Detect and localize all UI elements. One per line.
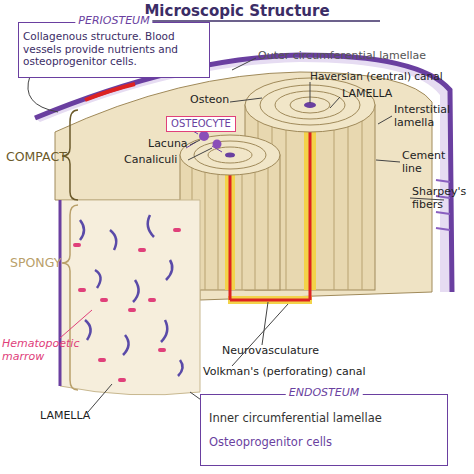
- part-label: Sharpey's fibers: [412, 186, 474, 211]
- leader-line: [60, 310, 92, 338]
- part-label: LAMELLA: [342, 88, 412, 101]
- spongy-bone: [60, 200, 200, 395]
- endosteum-box: ENDOSTEUMInner circumferential lamellaeO…: [200, 394, 448, 466]
- leader-line: [378, 116, 392, 124]
- part-label: Neurovasculature: [222, 345, 342, 358]
- leader-line: [28, 76, 58, 112]
- volkmann-vessel: [230, 290, 310, 300]
- leader-line: [376, 160, 400, 162]
- box-heading: OSTEOCYTE: [167, 118, 235, 129]
- box-item: Inner circumferential lamellae: [209, 411, 443, 425]
- endosteum-edge: [59, 200, 62, 386]
- part-label: Canaliculi: [124, 154, 194, 167]
- box-body: Collagenous structure. Blood vessels pro…: [23, 30, 205, 68]
- box-item: Osteoprogenitor cells: [209, 435, 443, 449]
- haversian-canal: [225, 153, 235, 158]
- osteon-ring: [208, 147, 252, 163]
- leader-line: [330, 97, 340, 108]
- part-label: SPONGY: [10, 256, 70, 270]
- leader-line: [190, 140, 200, 145]
- osteocyte-box: OSTEOCYTE: [166, 116, 236, 132]
- trabeculae: [80, 215, 183, 376]
- osteocyte-cell: [199, 131, 209, 141]
- leader-line: [88, 384, 112, 412]
- volkmann-vessel: [230, 299, 310, 302]
- periosteum-box: PERIOSTEUMCollagenous structure. Blood v…: [18, 22, 210, 78]
- part-label: Volkman's (perforating) canal: [203, 366, 403, 379]
- haversian-canal-side: [304, 105, 316, 290]
- leader-lines: [28, 58, 444, 412]
- part-label: COMPACT: [6, 150, 66, 164]
- leader-line: [230, 98, 262, 102]
- part-label: Interstitial lamella: [394, 104, 472, 129]
- box-heading: ENDOSTEUM: [286, 386, 363, 399]
- part-label: Cement line: [402, 150, 462, 175]
- osteon-top: [245, 78, 375, 132]
- osteon-top: [180, 135, 280, 175]
- leader-line: [310, 82, 311, 103]
- part-label: Outer circumferential lamellae: [258, 50, 458, 63]
- diagram-title: Microscopic Structure: [0, 2, 474, 20]
- leader-line: [262, 302, 268, 345]
- leader-line: [232, 58, 256, 70]
- osteocyte-cell: [213, 140, 222, 149]
- part-label: Osteon: [190, 94, 240, 107]
- spongy-bracket: [62, 205, 78, 390]
- part-label: Lacuna: [148, 138, 198, 151]
- box-heading: PERIOSTEUM: [75, 14, 152, 27]
- part-label: Haversian (central) canal: [310, 70, 474, 82]
- periosteum-vessel: [85, 84, 135, 100]
- leader-line: [188, 148, 212, 160]
- osteon-ring: [194, 141, 266, 169]
- marrow-cells: [75, 230, 179, 380]
- volkmann-canal: [228, 296, 312, 304]
- part-label: LAMELLA: [40, 410, 110, 423]
- haversian-vessel: [309, 105, 312, 290]
- part-label: Hematopoetic marrow: [2, 338, 92, 363]
